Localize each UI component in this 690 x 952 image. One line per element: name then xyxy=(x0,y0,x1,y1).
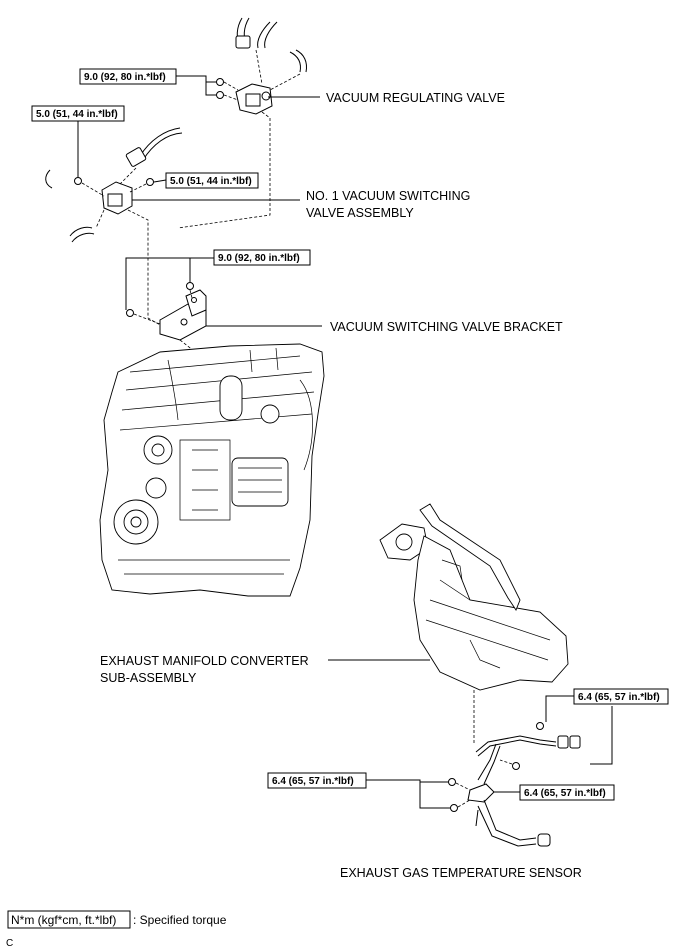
exhaust-manifold-illustration xyxy=(379,503,569,744)
corner-mark: C xyxy=(6,938,13,949)
legend-text: : Specified torque xyxy=(133,913,227,927)
legend-unit: N*m (kgf*cm, ft.*lbf) xyxy=(11,913,116,927)
torque-value: 6.4 (65, 57 in.*lbf) xyxy=(524,788,606,799)
torque-callout-sensor-top: 6.4 (65, 57 in.*lbf) xyxy=(573,688,669,705)
label-vsv-line2: VALVE ASSEMBLY xyxy=(306,206,414,220)
label-exhaust-manifold-line1: EXHAUST MANIFOLD CONVERTER xyxy=(100,654,309,668)
torque-callout-vsv-right: 5.0 (51, 44 in.*lbf) xyxy=(165,172,259,189)
torque-value: 6.4 (65, 57 in.*lbf) xyxy=(272,776,354,787)
label-vsv-line1: NO. 1 VACUUM SWITCHING xyxy=(306,189,470,203)
vacuum-switching-valve-illustration xyxy=(45,127,183,327)
torque-callout-vsv-left: 5.0 (51, 44 in.*lbf) xyxy=(31,105,125,122)
torque-legend: N*m (kgf*cm, ft.*lbf) : Specified torque xyxy=(7,910,227,929)
exhaust-gas-sensor-illustration xyxy=(448,722,581,847)
torque-value: 9.0 (92, 80 in.*lbf) xyxy=(218,253,300,264)
label-vacuum-regulating-valve: VACUUM REGULATING VALVE xyxy=(326,91,505,105)
torque-callout-bracket: 9.0 (92, 80 in.*lbf) xyxy=(213,249,311,266)
torque-value: 5.0 (51, 44 in.*lbf) xyxy=(36,109,118,120)
engine-illustration xyxy=(99,343,325,597)
label-vsv-bracket: VACUUM SWITCHING VALVE BRACKET xyxy=(330,320,563,334)
torque-value: 5.0 (51, 44 in.*lbf) xyxy=(170,176,252,187)
label-exhaust-manifold-line2: SUB-ASSEMBLY xyxy=(100,671,197,685)
leader-lines xyxy=(77,75,613,809)
torque-value: 9.0 (92, 80 in.*lbf) xyxy=(84,72,166,83)
vacuum-regulating-valve-illustration xyxy=(177,17,307,229)
torque-callout-sensor-left: 6.4 (65, 57 in.*lbf) xyxy=(267,772,367,789)
torque-callout-sensor-right: 6.4 (65, 57 in.*lbf) xyxy=(519,784,615,801)
torque-callout-regulating-valve: 9.0 (92, 80 in.*lbf) xyxy=(79,68,177,85)
torque-value: 6.4 (65, 57 in.*lbf) xyxy=(578,692,660,703)
label-exhaust-gas-sensor: EXHAUST GAS TEMPERATURE SENSOR xyxy=(340,866,582,880)
vacuum-switching-valve-bracket-illustration xyxy=(126,282,209,363)
